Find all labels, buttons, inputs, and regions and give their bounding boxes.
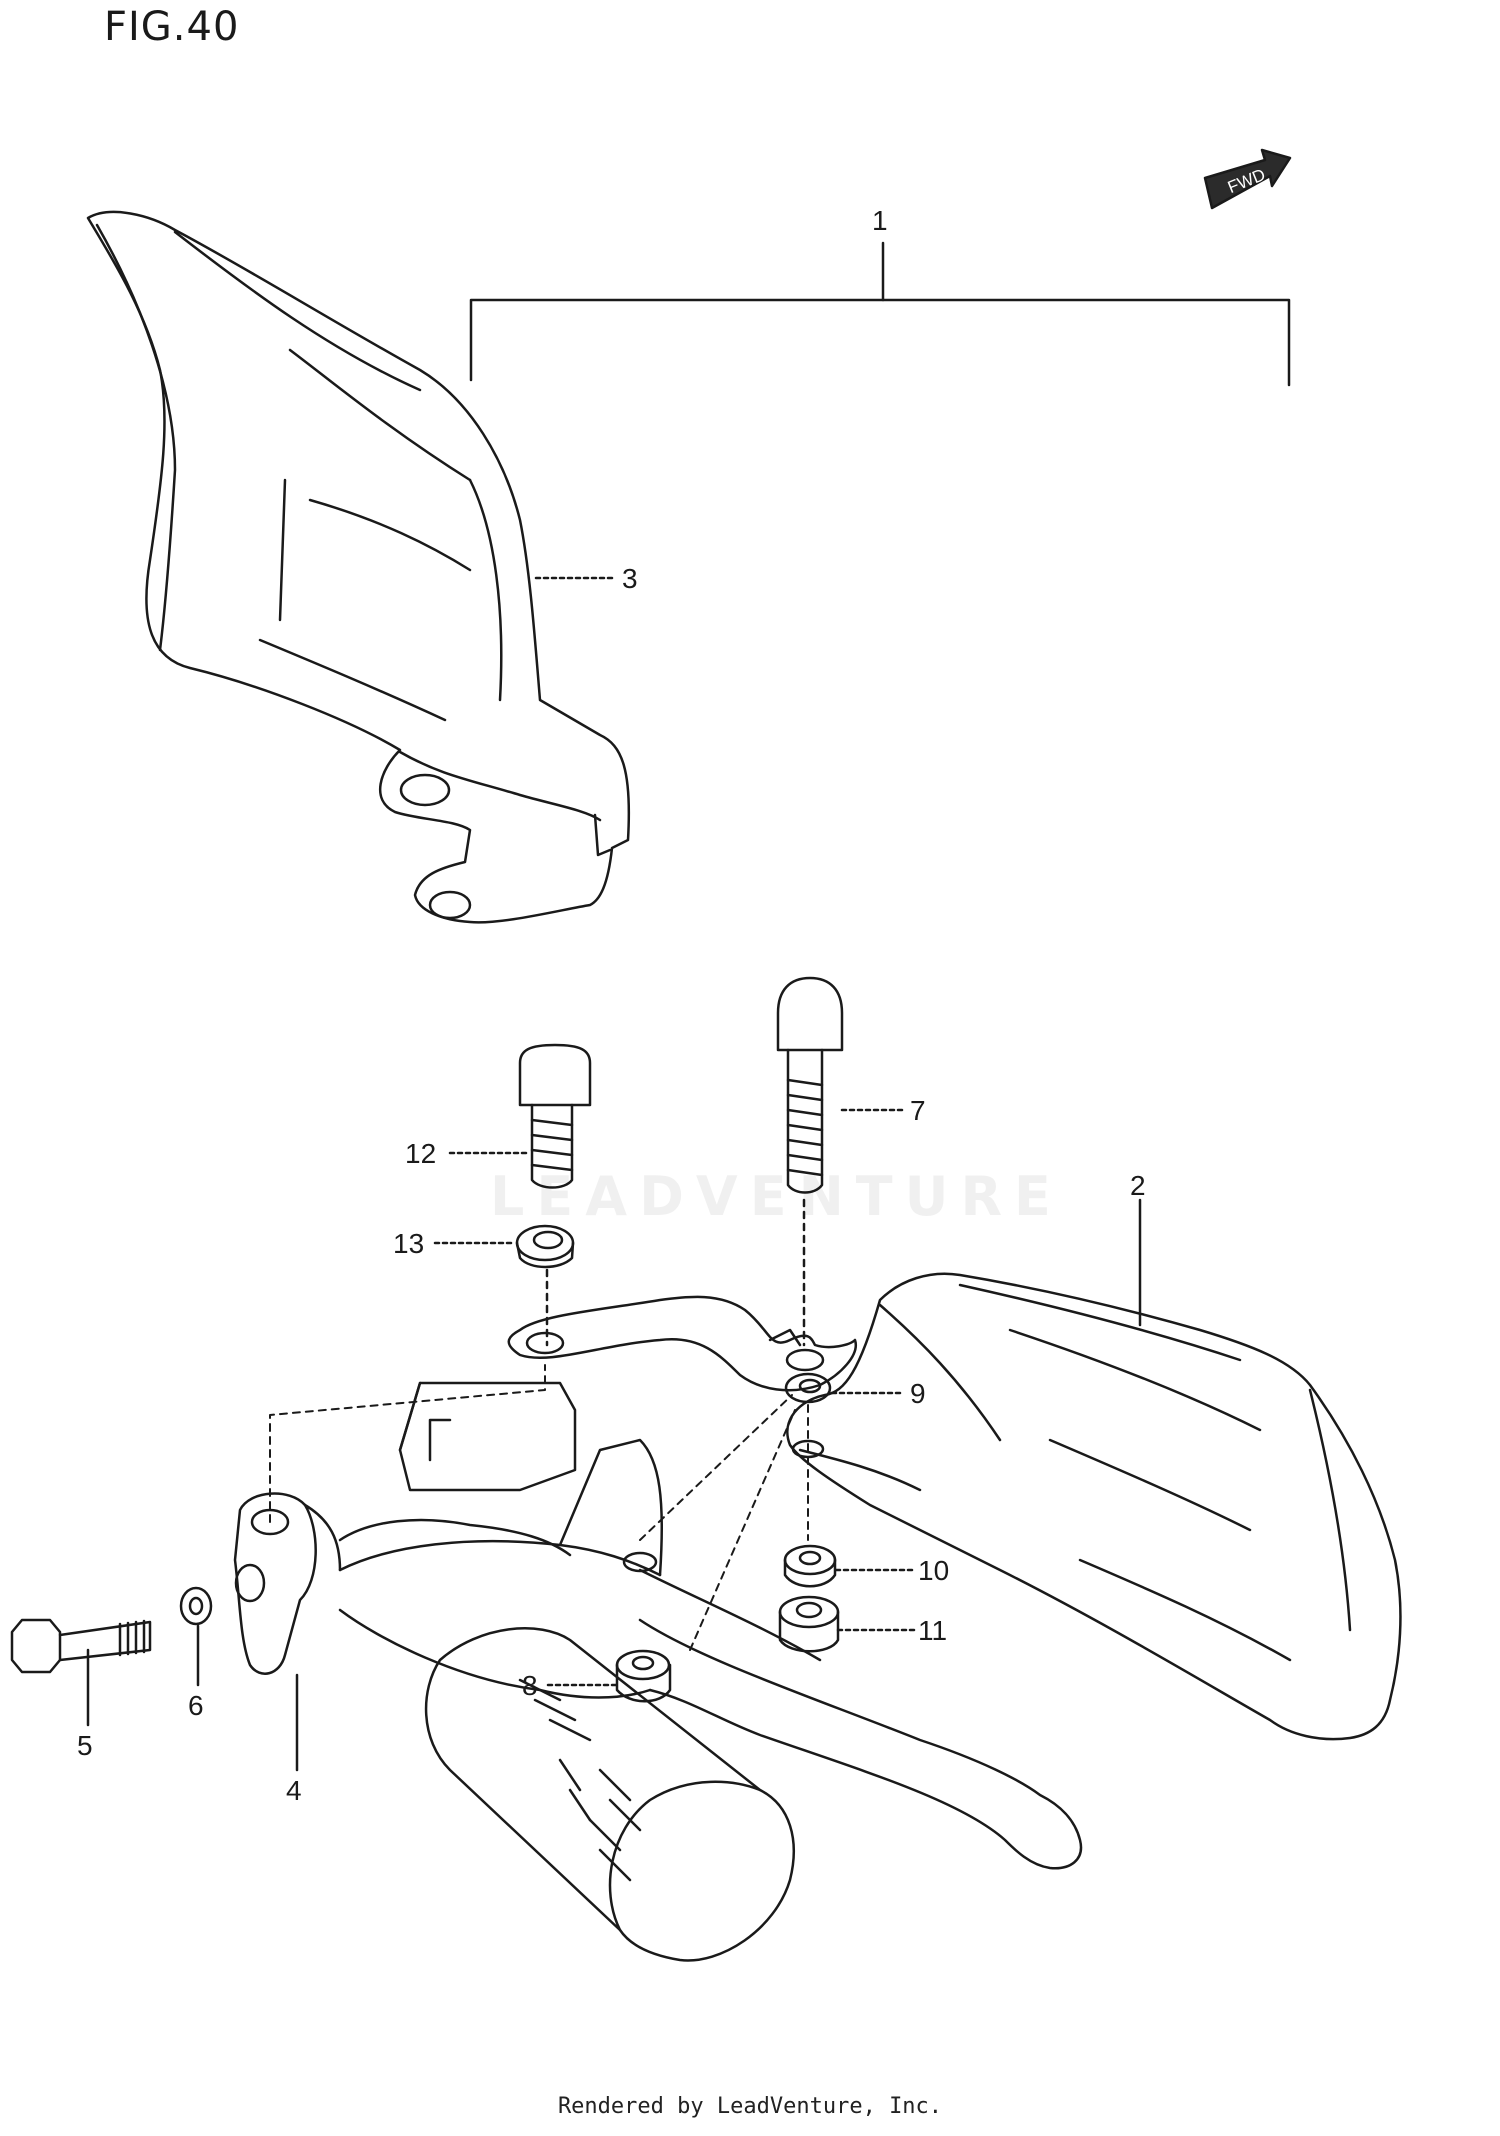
nut-10: [783, 1544, 837, 1588]
callout-12-label: 12: [405, 1138, 436, 1169]
bolt-short: [518, 1043, 592, 1189]
bolt-long: [776, 976, 844, 1347]
callout-7-label: 7: [910, 1095, 926, 1126]
nut-8: [615, 1649, 672, 1703]
washer-13: [515, 1224, 575, 1347]
assembly-dashed-lines: [269, 1364, 809, 1651]
footer-credit: Rendered by LeadVenture, Inc.: [557, 2094, 943, 2119]
washer-6: [179, 1586, 213, 1687]
assembly-bracket: [469, 241, 1291, 387]
mounting-bracket: [507, 1295, 858, 1392]
callout-1-label: 1: [872, 205, 888, 236]
hand-guard-left: [86, 210, 631, 924]
figure-title: FIG.40: [104, 4, 240, 50]
callout-3-label: 3: [622, 563, 638, 594]
hand-guard-right: [786, 1272, 1402, 1741]
callout-8-label: 8: [522, 1670, 538, 1701]
callout-6-label: 6: [188, 1690, 204, 1721]
callout-10-label: 10: [918, 1555, 949, 1586]
callout-4-label: 4: [286, 1775, 302, 1806]
callout-13-label: 13: [393, 1228, 424, 1259]
lever-holder: [233, 1381, 1083, 1870]
forward-arrow-icon: FWD: [1203, 148, 1292, 210]
callout-2-label: 2: [1130, 1170, 1146, 1201]
callout-11-label: 11: [918, 1615, 947, 1646]
bolt-horizontal: [10, 1618, 152, 1727]
handlebar-grip: [338, 1518, 795, 1962]
nut-11: [778, 1595, 840, 1653]
callout-9-label: 9: [910, 1378, 926, 1409]
washer-9: [784, 1372, 832, 1404]
watermark-text: LEADVENTURE: [490, 1165, 1063, 1228]
callout-5-label: 5: [77, 1730, 93, 1761]
